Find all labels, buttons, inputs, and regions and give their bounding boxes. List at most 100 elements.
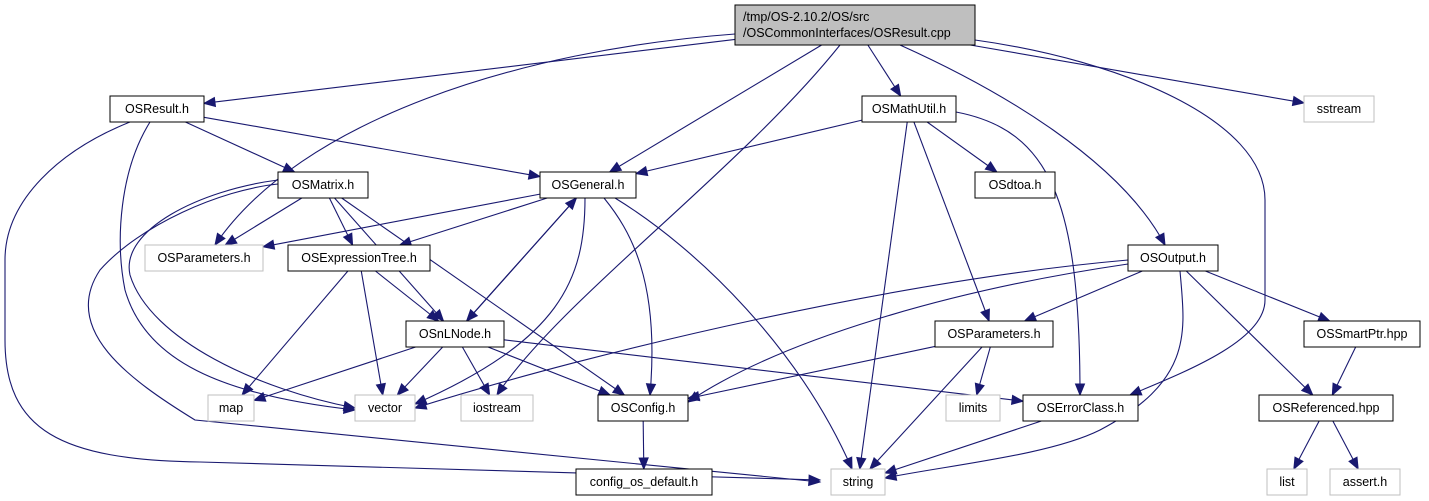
arrowhead-icon (214, 232, 226, 247)
edge-osoutput_h-to-ossmartptr_hpp (1205, 270, 1331, 322)
node-label: OSErrorClass.h (1037, 401, 1125, 415)
arrowhead-icon (980, 308, 990, 323)
edge-osmatrix_h-to-string (87, 183, 822, 487)
node-label: OSSmartPtr.hpp (1316, 327, 1407, 341)
edge-line (687, 345, 936, 400)
node-osoutput-h[interactable]: OSOutput.h (1127, 244, 1219, 272)
edge-osgeneral_h-to-osexpressiontree_h (398, 197, 548, 247)
node-osparameters-h[interactable]: OSParameters.h (934, 320, 1054, 348)
node-label: OSConfig.h (611, 401, 676, 415)
edge-osparameters_h-to-string (869, 346, 983, 470)
node-box (460, 394, 534, 422)
arrowhead-icon (1300, 383, 1314, 396)
node-osresult-h[interactable]: OSResult.h (109, 95, 205, 123)
arrowhead-icon (431, 308, 445, 322)
node-label: OSExpressionTree.h (301, 251, 417, 265)
node-root[interactable]: /tmp/OS-2.10.2/OS/src/OSCommonInterfaces… (734, 4, 976, 46)
arrowhead-icon (611, 384, 626, 396)
edge-line (375, 270, 439, 322)
arrowhead-icon (645, 383, 657, 397)
edge-osreferenced_hpp-to-assert_h (1332, 420, 1359, 471)
edge-line (503, 339, 1024, 402)
node-osconfig-h[interactable]: OSConfig.h (597, 394, 689, 422)
node-box (277, 171, 369, 199)
edge-oserrorclass_h-to-string (883, 420, 1042, 475)
node-osexpressiontree-h[interactable]: OSExpressionTree.h (287, 244, 431, 272)
edge-line (4, 121, 821, 481)
node-box (734, 4, 976, 46)
node-config-os-default-h[interactable]: config_os_default.h (575, 468, 713, 496)
edge-root-to-osgeneral_h (608, 44, 822, 173)
edge-line (869, 346, 983, 470)
node-osparameters-ext: OSParameters.h (144, 244, 264, 272)
node-osnlnode-h[interactable]: OSnLNode.h (405, 320, 505, 348)
node-box (1127, 244, 1219, 272)
edge-osnlnode_h-to-osgeneral_h (466, 197, 578, 322)
edge-line (487, 346, 611, 396)
edge-osresult_h-to-osgeneral_h (203, 116, 542, 180)
node-box (830, 468, 886, 496)
arrowhead-icon (1291, 95, 1306, 107)
node-ossmartptr-hpp[interactable]: OSSmartPtr.hpp (1303, 320, 1421, 348)
edge-line (253, 346, 416, 401)
edge-osmatrix_h-to-osconfig_h (341, 197, 626, 396)
node-iostream: iostream (460, 394, 534, 422)
arrowhead-icon (638, 457, 649, 471)
arrowhead-icon (1154, 232, 1166, 247)
node-box (945, 394, 1001, 422)
arrowhead-icon (202, 96, 217, 108)
node-osreferenced-hpp[interactable]: OSReferenced.hpp (1258, 394, 1394, 422)
edge-line (466, 197, 577, 322)
edge-osgeneral_h-to-vector (413, 197, 586, 405)
edge-line (224, 197, 303, 246)
arrowhead-icon (1023, 311, 1038, 322)
node-box (575, 468, 713, 496)
arrowhead-icon (1010, 394, 1025, 406)
edge-osgeneral_h-to-osparameters_ext (261, 193, 541, 250)
node-label: OSdtoa.h (989, 178, 1042, 192)
arrowhead-icon (634, 165, 649, 177)
node-osmathutil-h[interactable]: OSMathUtil.h (861, 95, 957, 123)
edge-line (609, 44, 822, 173)
edge-line (241, 270, 349, 396)
edge-osoutput_h-to-osconfig_h (686, 263, 1129, 403)
edge-root-to-osmathutil_h (867, 44, 902, 98)
node-osmatrix-h[interactable]: OSMatrix.h (277, 171, 369, 199)
edge-osparameters_h-to-osconfig_h (686, 345, 936, 402)
edge-osconfig_h-to-config_os_default_h (638, 420, 649, 471)
node-box (109, 95, 205, 123)
edge-line (87, 183, 821, 483)
edge-line (1024, 270, 1143, 322)
edge-osmathutil_h-to-string (856, 121, 908, 471)
node-osgeneral-h[interactable]: OSGeneral.h (539, 171, 637, 199)
edge-osoutput_h-to-string (883, 270, 1184, 481)
edge-line (262, 193, 541, 248)
arrowhead-icon (808, 475, 822, 487)
arrowhead-icon (342, 232, 354, 247)
node-oserrorclass-h[interactable]: OSErrorClass.h (1022, 394, 1139, 422)
edge-line (1205, 270, 1330, 322)
node-box (1329, 468, 1401, 496)
node-assert-h: assert.h (1329, 468, 1401, 496)
node-label: OSResult.h (125, 102, 189, 116)
arrowhead-icon (1317, 311, 1331, 322)
edge-line (128, 179, 356, 409)
arrowhead-icon (890, 83, 902, 98)
node-box (354, 394, 416, 422)
node-box (539, 171, 637, 199)
edge-line (974, 39, 1266, 396)
node-map: map (207, 394, 255, 422)
node-box (597, 394, 689, 422)
node-label: iostream (473, 401, 521, 415)
edge-line (203, 38, 736, 104)
node-label: limits (959, 401, 987, 415)
edge-line (414, 197, 586, 405)
edge-line (603, 197, 653, 396)
arrowhead-icon (686, 391, 701, 402)
node-osdtoa-h[interactable]: OSdtoa.h (974, 171, 1056, 199)
arrowhead-icon (396, 383, 410, 396)
edge-line (214, 33, 736, 246)
arrowhead-icon (496, 382, 508, 397)
arrowhead-icon (984, 161, 998, 173)
